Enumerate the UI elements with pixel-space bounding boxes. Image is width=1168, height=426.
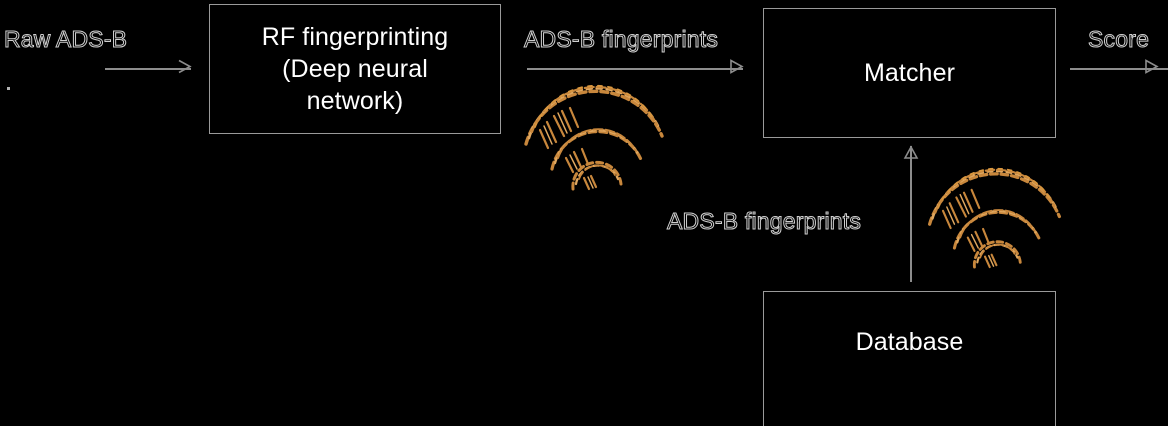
arrow-shaft: [1070, 68, 1168, 70]
arrow-head: [730, 59, 744, 80]
box-label-rf: RF fingerprinting (Deep neural network): [261, 23, 449, 115]
arrow-matcher-to-score: [1070, 59, 1168, 80]
box-label-matcher: Matcher: [863, 59, 955, 87]
arrow-head: [903, 145, 919, 164]
label-score: Score: [1087, 26, 1150, 52]
arrow-shaft: [527, 68, 743, 70]
box-label-database: Database: [855, 328, 964, 356]
label-ads-b-fingerprints-top: ADS-B fingerprints: [523, 26, 719, 52]
signal-fingerprint-icon: [922, 160, 1067, 298]
label-raw-ads-b: Raw ADS-B: [3, 26, 128, 52]
arrow-head: [178, 59, 192, 80]
process-box-database: Database: [763, 291, 1056, 426]
scan-artifact-speck: [7, 87, 10, 90]
arrow-raw-to-rf: [105, 59, 192, 80]
arrow-shaft: [910, 146, 912, 282]
label-ads-b-fingerprints-bottom: ADS-B fingerprints: [666, 208, 862, 234]
arrow-shaft: [105, 68, 191, 70]
arrow-database-to-matcher: [902, 145, 920, 282]
arrow-head: [1145, 59, 1159, 80]
process-box-matcher: Matcher: [763, 8, 1056, 138]
signal-fingerprint-icon: [518, 78, 670, 222]
arrow-rf-to-matcher: [527, 59, 744, 80]
process-box-rf-fingerprinting: RF fingerprinting (Deep neural network): [209, 4, 501, 134]
